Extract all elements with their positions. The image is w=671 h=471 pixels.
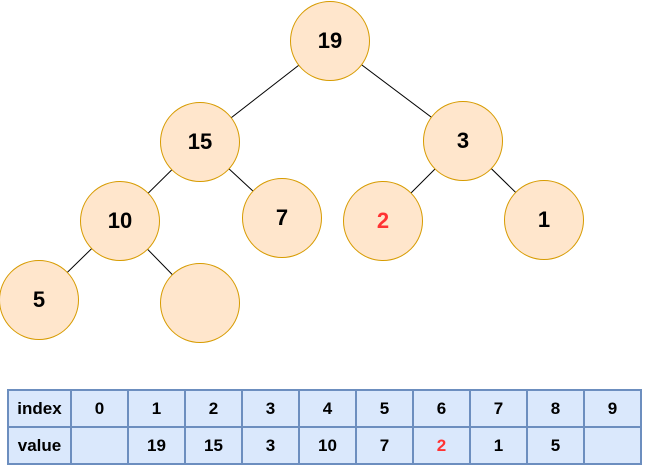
value-row: value 19 15 3 10 7 2 1 5 <box>7 426 642 465</box>
value-cell-0 <box>70 426 129 465</box>
tree-node-left-left: 10 <box>80 181 160 261</box>
index-cell-1: 1 <box>127 389 186 428</box>
tree-node-left-label: 15 <box>187 129 213 154</box>
tree-node-right-label: 3 <box>456 128 470 153</box>
value-cell-8: 5 <box>526 426 585 465</box>
tree-node-right: 3 <box>423 101 503 181</box>
index-cell-9: 9 <box>583 389 642 428</box>
tree-node-empty <box>160 263 240 343</box>
index-cell-6: 6 <box>412 389 471 428</box>
index-row: index 0 1 2 3 4 5 6 7 8 9 <box>7 389 642 428</box>
value-cell-7: 1 <box>469 426 528 465</box>
tree-node-leftmost-label: 5 <box>32 287 46 312</box>
index-cell-5: 5 <box>355 389 414 428</box>
binary-tree: 19 15 3 10 7 2 1 5 <box>0 1 584 343</box>
row-header-value: value <box>7 426 72 465</box>
tree-node-root-label: 19 <box>317 28 343 53</box>
value-cell-6: 2 <box>412 426 471 465</box>
tree-node-right-left: 2 <box>343 181 423 261</box>
value-cell-5: 7 <box>355 426 414 465</box>
index-cell-7: 7 <box>469 389 528 428</box>
row-header-index: index <box>7 389 72 428</box>
index-cell-2: 2 <box>184 389 243 428</box>
tree-node-left: 15 <box>160 102 240 182</box>
index-cell-8: 8 <box>526 389 585 428</box>
index-cell-0: 0 <box>70 389 129 428</box>
tree-node-right-right: 1 <box>504 180 584 260</box>
tree-node-left-right: 7 <box>242 178 322 258</box>
tree-node-left-left-label: 10 <box>107 208 133 233</box>
value-cell-9 <box>583 426 642 465</box>
tree-node-right-right-label: 1 <box>537 207 551 232</box>
value-cell-2: 15 <box>184 426 243 465</box>
value-cell-3: 3 <box>241 426 300 465</box>
tree-node-leftmost: 5 <box>0 260 79 340</box>
index-value-table: index 0 1 2 3 4 5 6 7 8 9 value 19 15 3 … <box>7 389 642 465</box>
index-cell-4: 4 <box>298 389 357 428</box>
value-cell-4: 10 <box>298 426 357 465</box>
index-cell-3: 3 <box>241 389 300 428</box>
tree-node-left-right-label: 7 <box>275 205 289 230</box>
tree-node-root: 19 <box>290 1 370 81</box>
tree-node-right-left-label: 2 <box>376 208 390 233</box>
value-cell-1: 19 <box>127 426 186 465</box>
